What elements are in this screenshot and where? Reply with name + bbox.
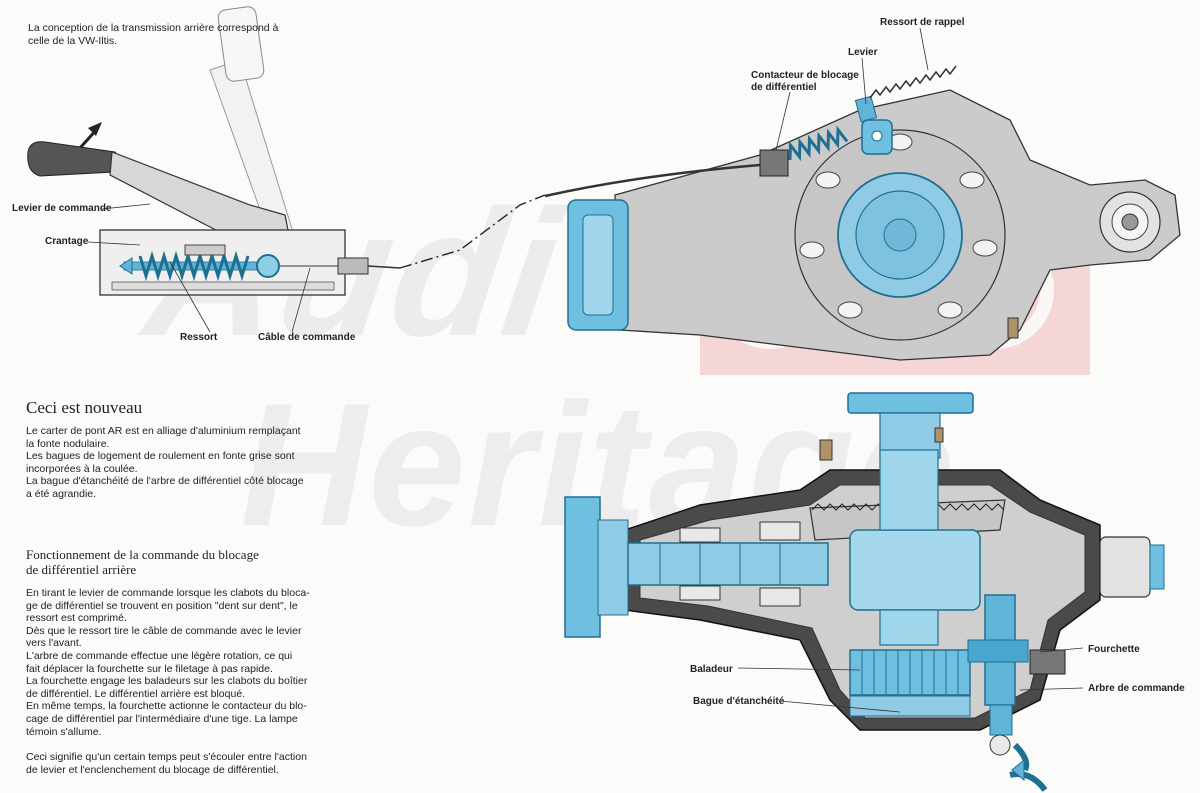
body-line: cage de différentiel par l'intermédiaire…	[26, 712, 298, 725]
closing-line-2: de levier et l'enclenchement du blocage …	[26, 763, 279, 776]
body-line: ge de différentiel se trouvent en positi…	[26, 599, 298, 612]
differential-cross-section	[564, 392, 1165, 792]
label-levier: Levier	[848, 47, 878, 58]
body-line: En même temps, la fourchette actionne le…	[26, 700, 307, 713]
section-closing: Ceci signifie qu'un certain temps peut s…	[26, 751, 356, 776]
body-line: L'arbre de commande effectue une légère …	[26, 649, 293, 662]
body-line: témoin s'allume.	[26, 725, 102, 738]
label-bague-d-etancheite: Bague d'étanchéité	[693, 696, 785, 707]
label-contacteur-line-1: Contacteur de blocage	[751, 70, 859, 81]
cable-connector-line	[399, 194, 546, 269]
label-cable-de-commande: Câble de commande	[258, 332, 356, 343]
body-line: la fonte nodulaire.	[26, 437, 110, 450]
body-line: fait déplacer la fourchette sur le filet…	[26, 662, 273, 675]
section-title-new: Ceci est nouveau	[26, 398, 143, 417]
body-line: de différentiel. Le différentiel arrière…	[26, 687, 246, 700]
label-ressort: Ressort	[180, 332, 218, 343]
body-line: incorporées à la coulée.	[26, 462, 138, 475]
section-title-line-1: Fonctionnement de la commande du blocage	[26, 547, 259, 562]
label-ressort-de-rappel: Ressort de rappel	[880, 17, 965, 28]
leader-lines-left	[87, 203, 311, 333]
axle-housing-drawing	[544, 65, 1181, 361]
body-line: vers l'avant.	[26, 637, 82, 650]
section-body-new: Le carter de pont AR est en alliage d'al…	[26, 425, 356, 501]
label-fourchette: Fourchette	[1088, 644, 1140, 655]
intro-note: La conception de la transmission arrière…	[28, 22, 328, 48]
label-contacteur-line-2: de différentiel	[751, 82, 817, 93]
body-line: ressort est comprimé.	[26, 612, 127, 625]
section-title-line-2: de différentiel arrière	[26, 562, 137, 577]
leader-lines-bottom-right	[737, 647, 1084, 713]
section-title-operation: Fonctionnement de la commande du blocage…	[26, 547, 259, 577]
closing-line-1: Ceci signifie qu'un certain temps peut s…	[26, 751, 307, 763]
label-levier-de-commande: Levier de commande	[12, 203, 112, 214]
body-line: La bague d'étanchéité de l'arbre de diff…	[26, 475, 304, 488]
intro-line-1: La conception de la transmission arrière…	[28, 22, 279, 34]
label-baladeur: Baladeur	[690, 664, 733, 675]
body-line: Dès que le ressort tire le câble de comm…	[26, 624, 302, 637]
lever-assembly-drawing	[27, 6, 401, 296]
body-line: Le carter de pont AR est en alliage d'al…	[26, 425, 301, 437]
label-arbre-de-commande: Arbre de commande	[1088, 683, 1185, 694]
body-line: La fourchette engage les baladeurs sur l…	[26, 675, 308, 688]
body-line: Les bagues de logement de roulement en f…	[26, 450, 295, 463]
leader-lines-top-right	[775, 27, 929, 151]
body-line: En tirant le levier de commande lorsque …	[26, 587, 310, 599]
intro-line-2: celle de la VW-Iltis.	[28, 35, 118, 47]
label-crantage: Crantage	[45, 236, 89, 247]
body-line: a été agrandie.	[26, 487, 97, 500]
section-body-operation: En tirant le levier de commande lorsque …	[26, 587, 356, 738]
